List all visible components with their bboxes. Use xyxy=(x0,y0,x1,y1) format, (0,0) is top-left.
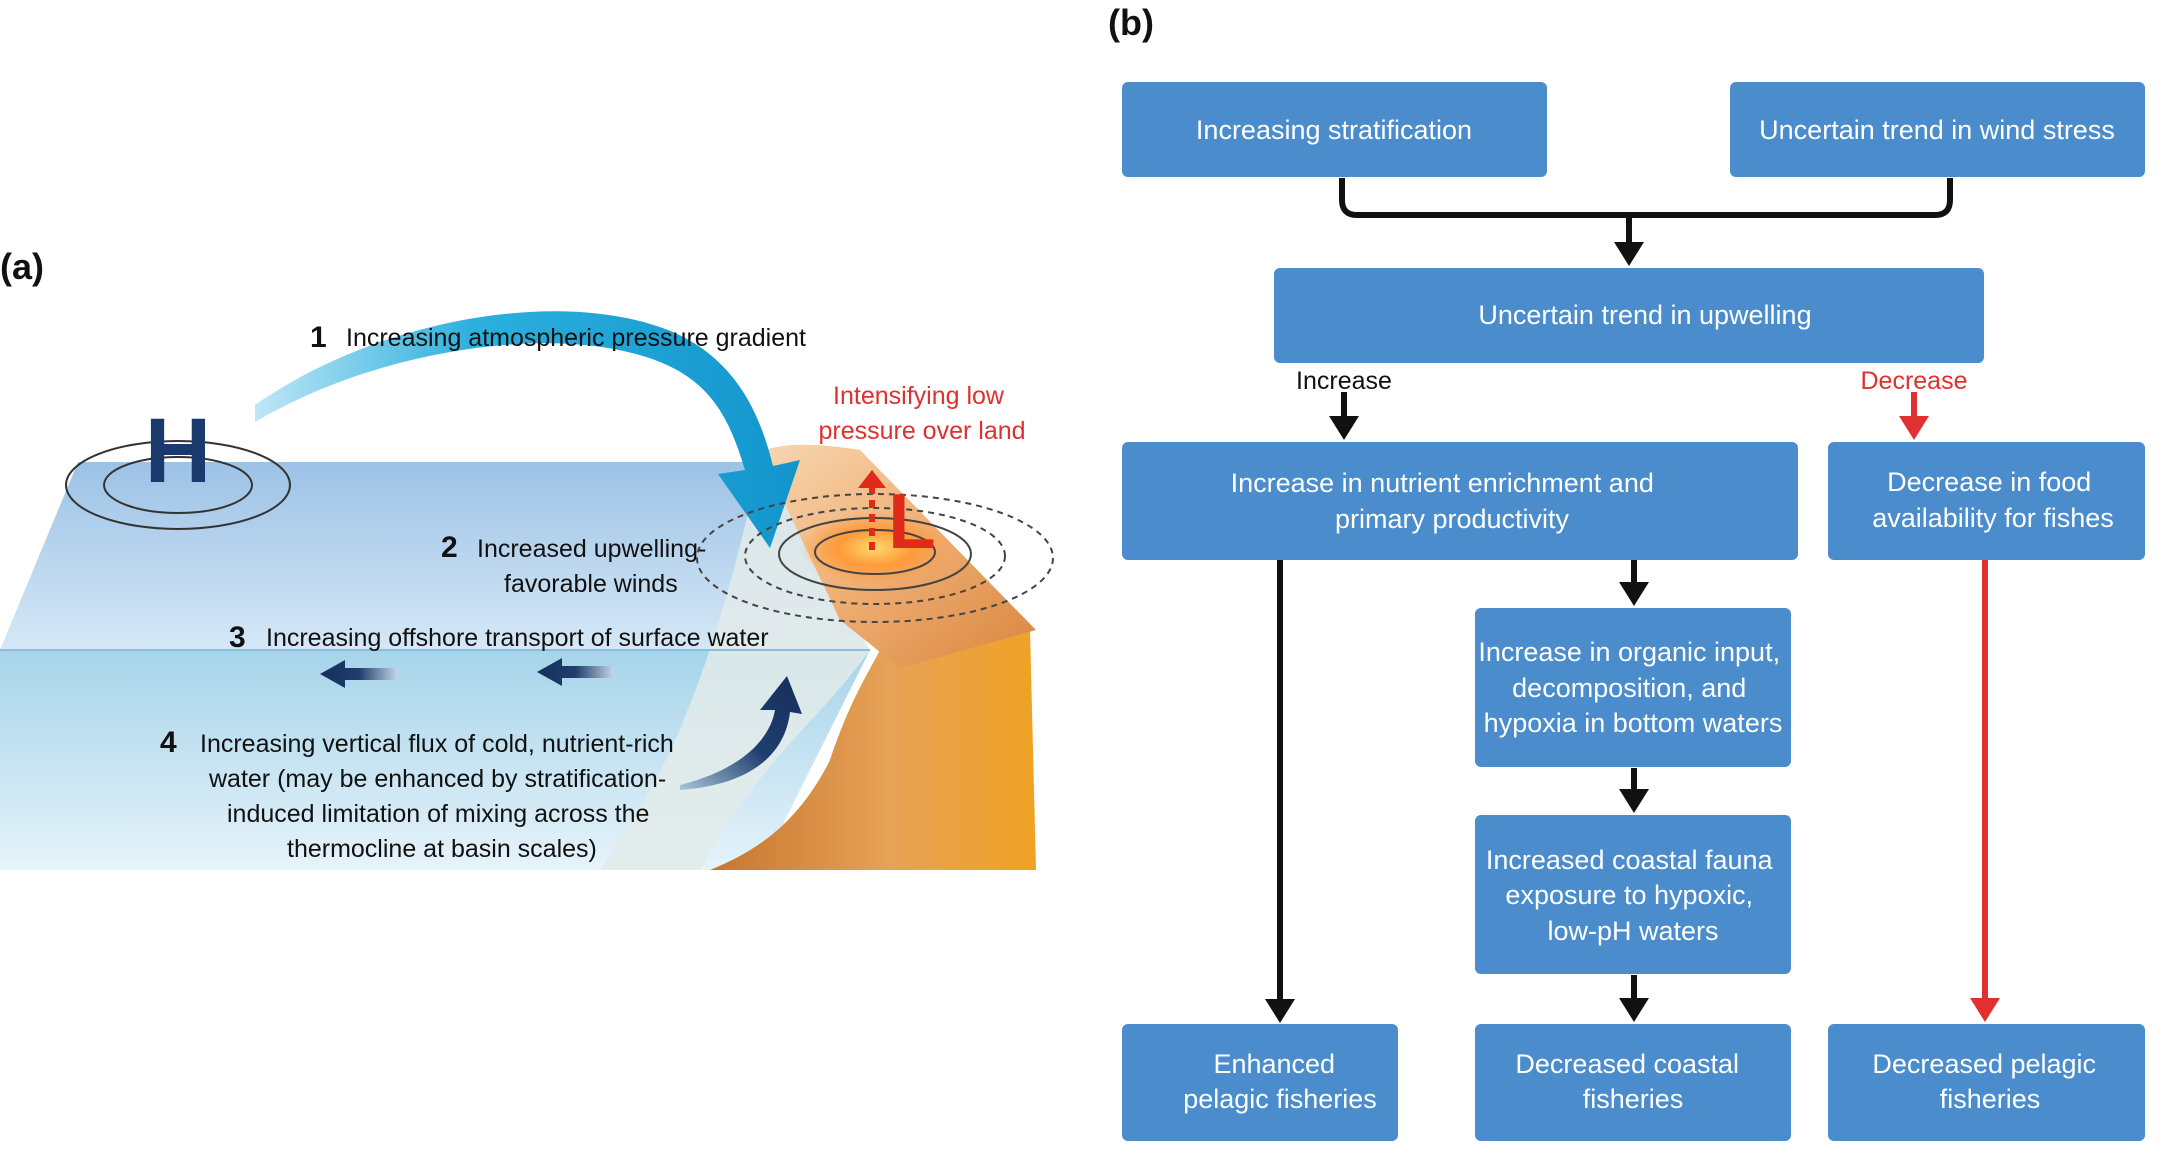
rising-pressure-arrow-icon xyxy=(858,470,886,550)
svg-text:Increase in organic input,: Increase in organic input, decomposition… xyxy=(1478,637,1787,738)
svg-text:Uncertain trend in upwelling: Uncertain trend in upwelling xyxy=(1478,300,1811,330)
arrowhead-organic xyxy=(1619,582,1649,606)
panel-a-label: (a) xyxy=(0,246,44,287)
arrowhead-decrease xyxy=(1899,416,1929,440)
high-isobar-outer xyxy=(65,440,291,530)
branch-label-increase: Increase xyxy=(1296,367,1392,395)
upwelling-arrow xyxy=(680,676,802,790)
svg-text:Increased coastal fauna: Increased coastal fauna exposure to hypo… xyxy=(1486,845,1780,946)
step-1-text: Increasing atmospheric pressure gradient xyxy=(346,324,806,352)
branch-label-decrease: Decrease xyxy=(1861,367,1968,395)
offshore-arrow-2 xyxy=(537,658,614,686)
high-pressure-system: H xyxy=(65,400,291,530)
low-pressure-system: L xyxy=(696,470,1054,623)
box-decreased-pelagic-fisheries: Decreased pelagic fisheries xyxy=(1828,1024,2145,1141)
arrowhead-enhanced xyxy=(1265,999,1295,1023)
svg-text:Decrease in food availab: Decrease in food availability for fishes xyxy=(1872,467,2114,533)
svg-text:Increase in nutrient enrichmen: Increase in nutrient enrichment and prim… xyxy=(1231,468,1662,534)
svg-text:Decreased pelagic fisher: Decreased pelagic fisheries xyxy=(1872,1049,2103,1114)
arrowhead-fauna xyxy=(1619,789,1649,813)
offshore-arrow-1 xyxy=(320,660,398,688)
svg-text:Decreased coastal fisher: Decreased coastal fisheries xyxy=(1515,1049,1746,1114)
svg-text:Enhanced pelagic fisheri: Enhanced pelagic fisheries xyxy=(1183,1049,1377,1114)
svg-text:Increasing stratification: Increasing stratification xyxy=(1196,115,1472,145)
low-pressure-symbol: L xyxy=(888,477,936,565)
low-pressure-label: Intensifying low pressure over land xyxy=(818,382,1025,445)
arrowhead-upwelling xyxy=(1614,242,1644,266)
box-wind-stress: Uncertain trend in wind stress xyxy=(1730,82,2145,177)
box-nutrient-enrichment: Increase in nutrient enrichment and prim… xyxy=(1122,442,1798,560)
step-2-number: 2 xyxy=(441,531,458,564)
high-pressure-symbol: H xyxy=(145,400,211,502)
arrowhead-increase xyxy=(1329,416,1359,440)
box-decreased-coastal-fisheries: Decreased coastal fisheries xyxy=(1475,1024,1791,1141)
upwelling-zone xyxy=(600,462,870,870)
flow-arrowheads xyxy=(1265,242,2000,1023)
box-increasing-stratification: Increasing stratification xyxy=(1122,82,1547,177)
step-3-text: Increasing offshore transport of surface… xyxy=(266,624,769,652)
step-4-number: 4 xyxy=(160,726,177,759)
step-3-number: 3 xyxy=(229,621,246,654)
step-1-number: 1 xyxy=(310,321,327,354)
box-enhanced-pelagic-fisheries: Enhanced pelagic fisheries xyxy=(1122,1024,1398,1141)
box-food-availability: Decrease in food availability for fishes xyxy=(1828,442,2145,560)
arrowhead-decreased-pelagic xyxy=(1970,998,2000,1022)
step-2-text: Increased upwelling- favorable winds xyxy=(477,535,713,598)
merge-bracket xyxy=(1339,178,1953,218)
box-organic-input: Increase in organic input, decomposition… xyxy=(1475,608,1791,767)
arrowhead-coastal xyxy=(1619,998,1649,1022)
box-fauna-exposure: Increased coastal fauna exposure to hypo… xyxy=(1475,815,1791,974)
high-isobar-inner xyxy=(103,456,253,514)
svg-text:Uncertain trend in wind stress: Uncertain trend in wind stress xyxy=(1759,115,2115,145)
panel-b-label: (b) xyxy=(1108,2,1154,43)
step-4-text: Increasing vertical flux of cold, nutrie… xyxy=(200,730,681,863)
low-isobar-4 xyxy=(696,493,1054,623)
box-upwelling: Uncertain trend in upwelling xyxy=(1274,268,1984,363)
